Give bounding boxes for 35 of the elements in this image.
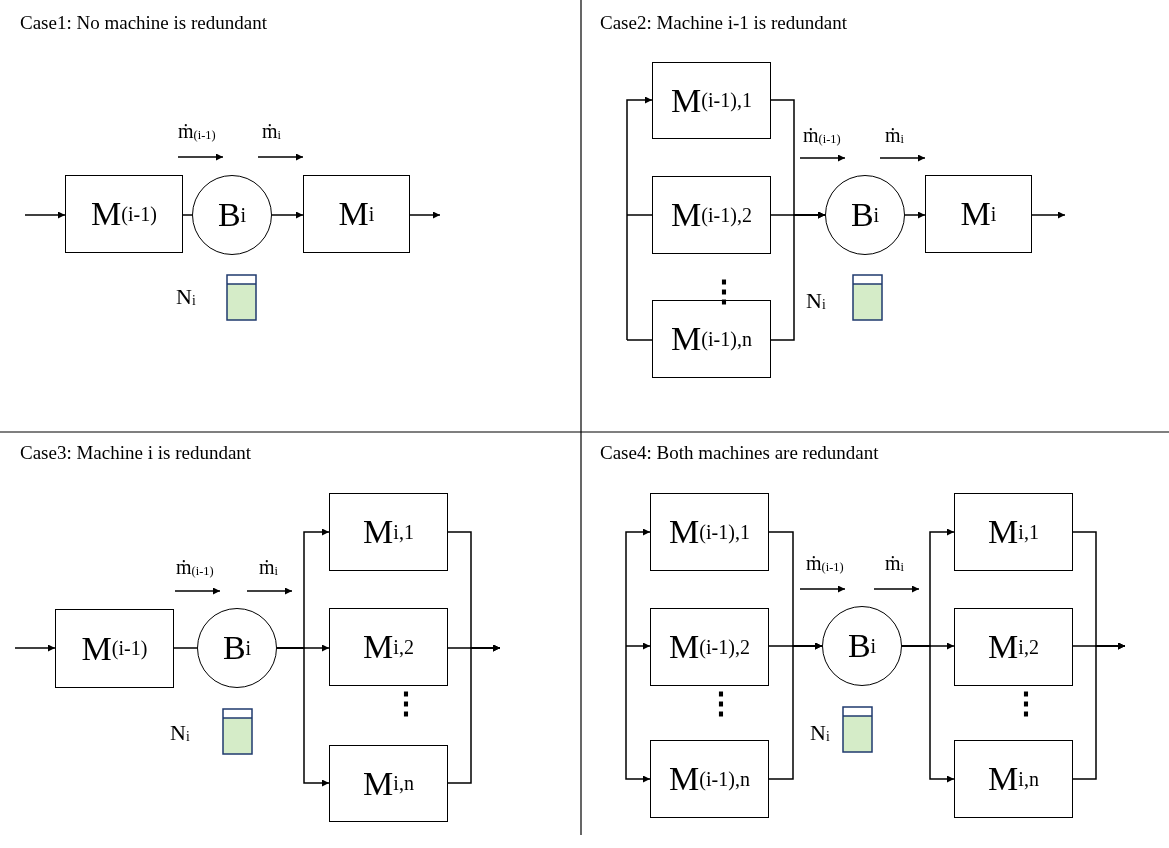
connector-line [182, 214, 193, 216]
ellipsis-mark: ⋮ [706, 688, 736, 718]
flow-rate-label: ṁ$_{(i-1)}$ [806, 552, 844, 575]
connector-arrow [770, 211, 826, 341]
case-title: Case1: No machine is redundant [20, 12, 267, 34]
connector-arrow [271, 211, 304, 219]
connector-line [626, 339, 653, 341]
case-title: Case3: Machine i is redundant [20, 442, 252, 464]
connector-arrow [768, 642, 823, 780]
connector-arrow [625, 642, 651, 650]
flow-rate-label: ṁ$_{i}$ [885, 124, 904, 147]
connector-arrow [1031, 211, 1066, 219]
connector-arrow [409, 211, 441, 219]
connector-line [626, 214, 653, 216]
case-title: Case4: Both machines are redundant [600, 442, 879, 464]
ellipsis-mark: ⋮ [391, 688, 421, 718]
connector-arrow [14, 644, 56, 652]
connector-arrow [1072, 642, 1126, 780]
connector-arrow [625, 528, 651, 647]
flow-rate-label: ṁ$_{i}$ [259, 556, 278, 579]
flow-rate-label: ṁ$_{(i-1)}$ [176, 556, 214, 579]
connector-line [173, 647, 198, 649]
connector-arrow [901, 645, 955, 783]
flow-rate-label: ṁ$_{i}$ [262, 120, 281, 143]
connector-arrow [276, 647, 330, 787]
connector-arrow [24, 211, 66, 219]
case-title: Case2: Machine i-1 is redundant [600, 12, 847, 34]
flow-rate-label: ṁ$_{i}$ [885, 552, 904, 575]
flow-rate-label: ṁ$_{(i-1)}$ [803, 124, 841, 147]
flow-rate-label: ṁ$_{(i-1)}$ [178, 120, 216, 143]
connector-arrow [626, 96, 653, 341]
connector-arrow [625, 645, 651, 783]
connector-arrow [904, 211, 926, 219]
ellipsis-mark: ⋮ [1011, 688, 1041, 718]
connector-arrow [447, 644, 501, 784]
